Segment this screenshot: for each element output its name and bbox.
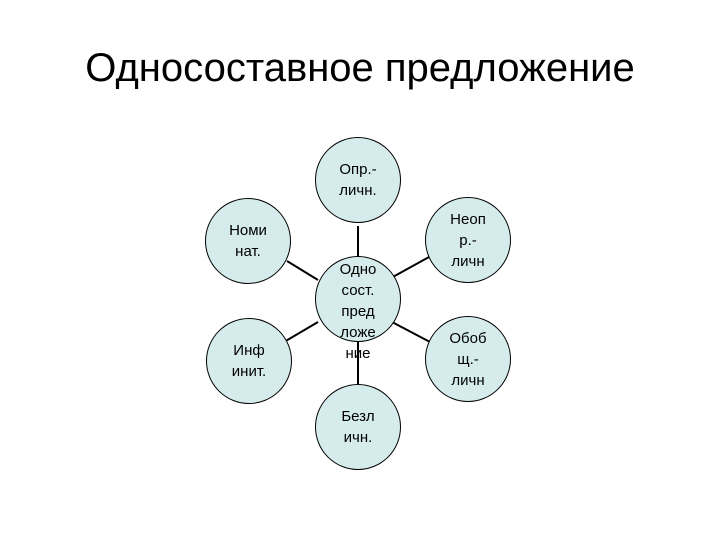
node-bottom-label: Безл ичн. <box>341 408 375 446</box>
node-bottom-right: Обоб щ.- личн <box>425 316 511 402</box>
node-top-label: Опр.- личн. <box>339 161 377 199</box>
connector-top-right <box>390 256 430 279</box>
node-top-left: Номи нат. <box>205 198 291 284</box>
node-top-left-label: Номи нат. <box>229 222 267 260</box>
connector-bottom-left <box>283 321 319 343</box>
node-bottom-right-label: Обоб щ.- личн <box>449 329 487 389</box>
node-top: Опр.- личн. <box>315 137 401 223</box>
node-bottom-left: Инф инит. <box>206 318 292 404</box>
node-bottom: Безл ичн. <box>315 384 401 470</box>
node-bottom-left-label: Инф инит. <box>231 342 267 380</box>
node-center: Одно сост. пред ложе ние <box>315 256 401 362</box>
connector-top-left <box>286 260 319 281</box>
slide-title: Односоставное предложение <box>85 46 635 90</box>
node-top-right: Неоп р.- личн <box>425 197 511 283</box>
node-center-label: Одно сост. пред ложе ние <box>339 260 377 362</box>
node-top-right-label: Неоп р.- личн <box>450 210 486 270</box>
connector-bottom-right <box>391 321 431 343</box>
